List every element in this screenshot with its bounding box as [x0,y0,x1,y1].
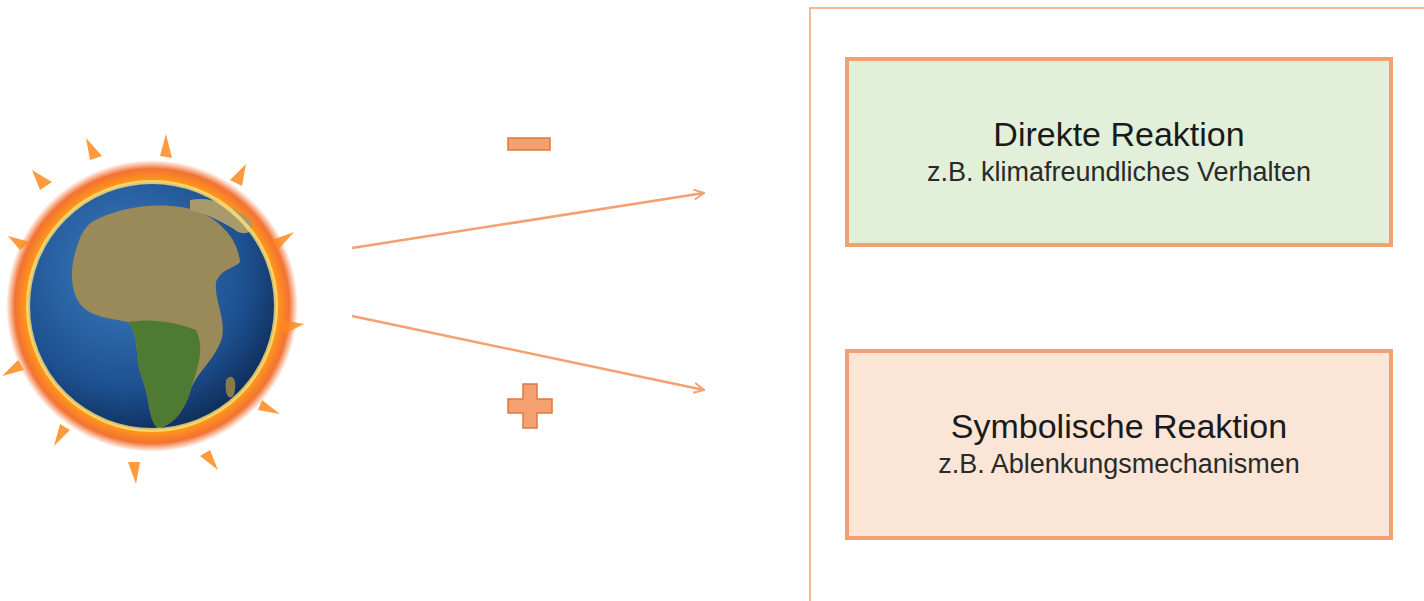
panel-outline [810,8,1424,601]
burning-earth [2,134,304,484]
outcome-box: Symbolische Reaktionz.B. Ablenkungsmecha… [845,349,1393,540]
minus-symbol [508,138,550,150]
box-example: z.B. klimafreundliches Verhalten [927,155,1311,190]
plus-symbol [508,384,552,428]
connector-arrow [352,193,704,390]
outcome-box: Direkte Reaktionz.B. klimafreundliches V… [845,57,1393,247]
box-heading: Direkte Reaktion [993,114,1244,155]
box-heading: Symbolische Reaktion [951,406,1287,447]
box-example: z.B. Ablenkungsmechanismen [938,447,1300,482]
